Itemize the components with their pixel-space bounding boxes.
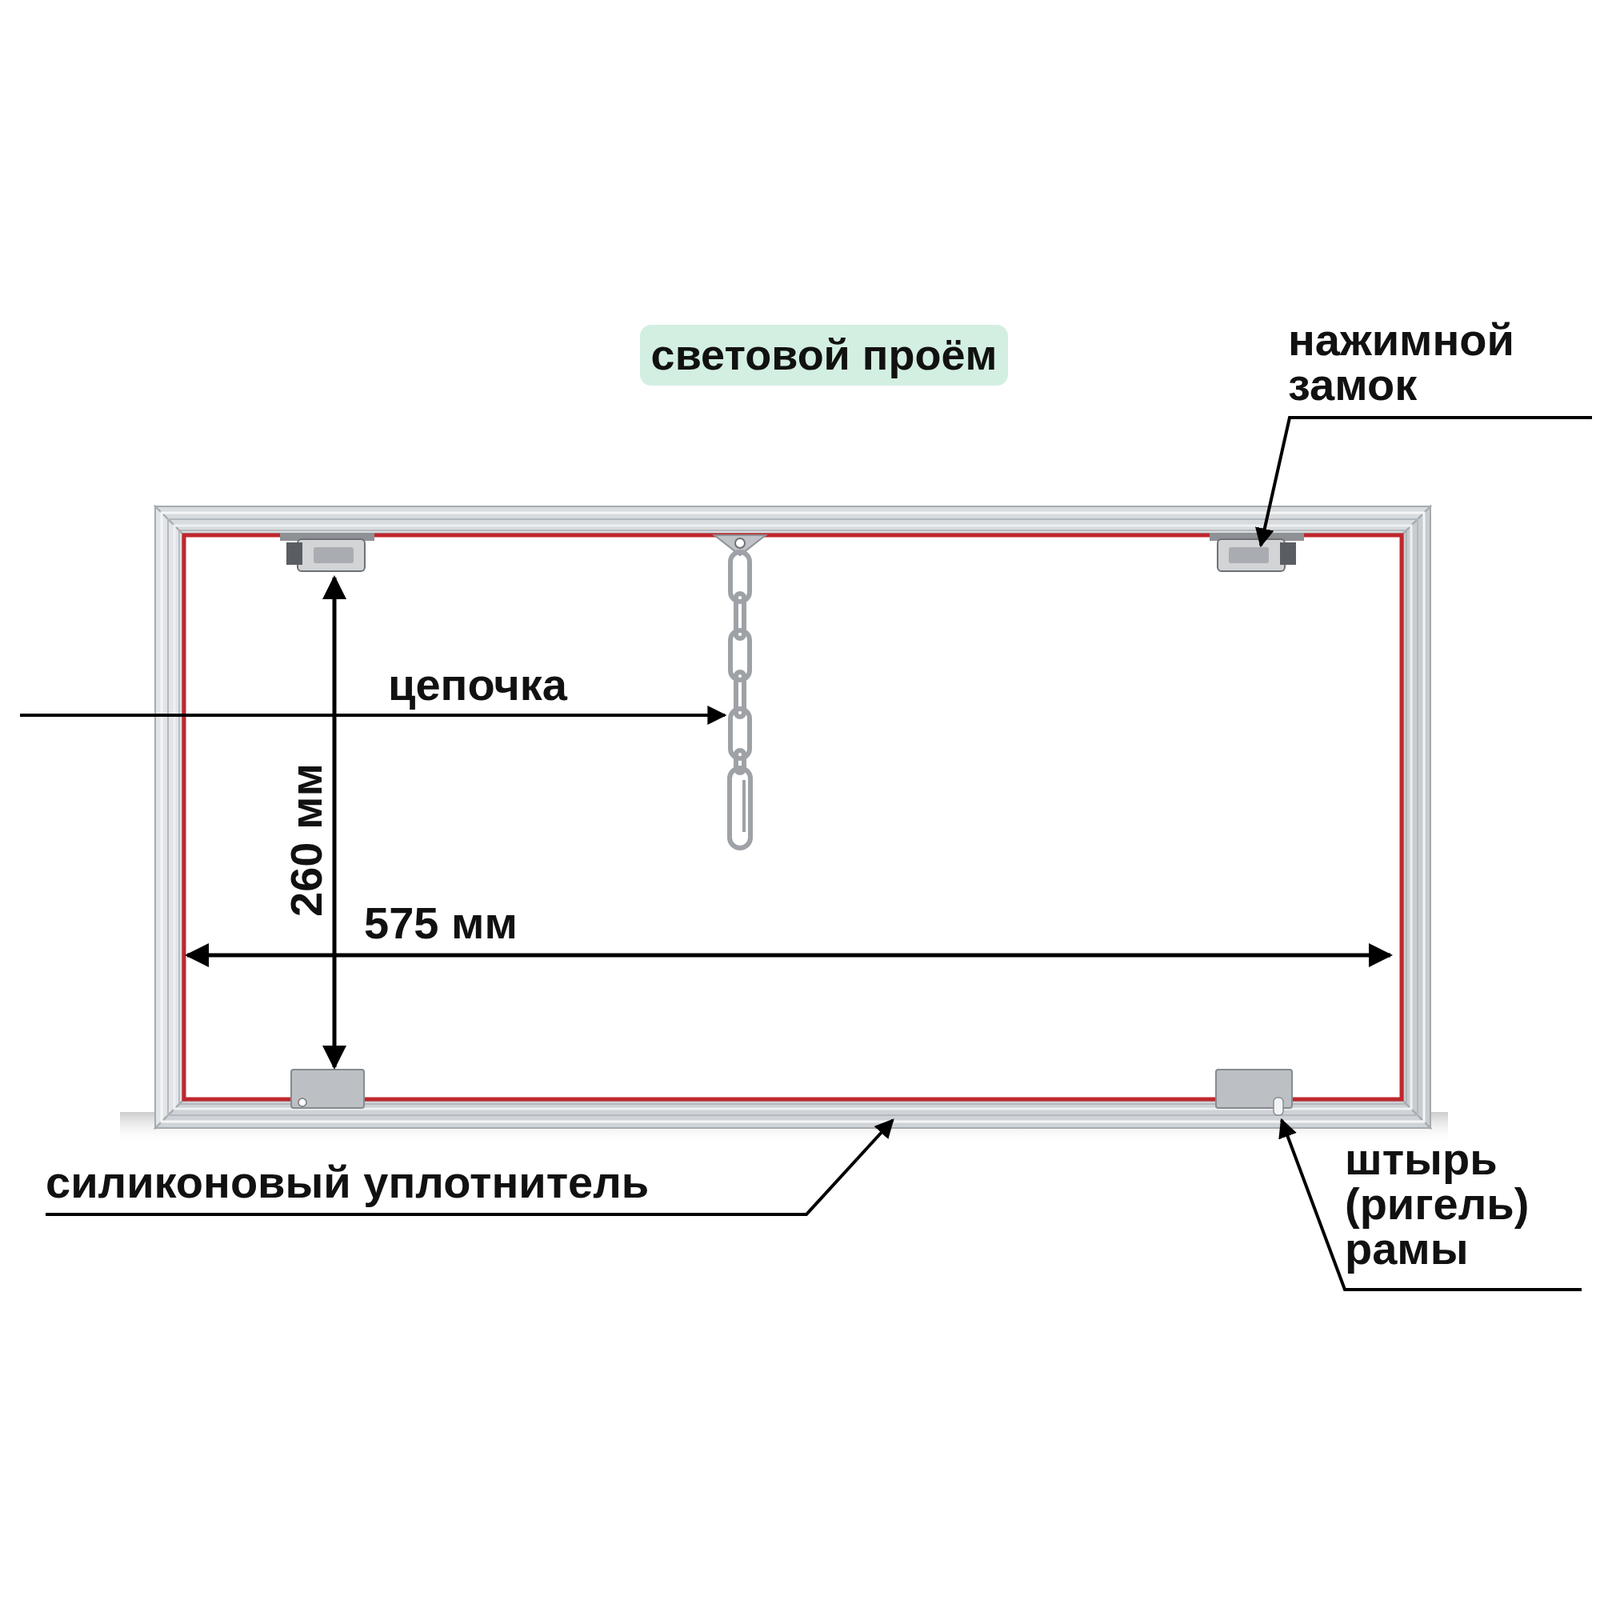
dimension-label: 575 мм [364, 900, 518, 946]
callout-label: штырь (ригель) рамы [1344, 1136, 1585, 1272]
chain [714, 535, 766, 848]
callout-label: силиконовый уплотнитель [45, 1160, 649, 1205]
callout-label: нажимной замок [1288, 317, 1592, 408]
dimension-line [332, 577, 337, 1068]
leader-line [20, 713, 725, 717]
dimension-line [187, 953, 1391, 958]
frame-pin [1273, 1097, 1284, 1116]
callout-label: цепочка [388, 662, 568, 708]
node-text: световой проём [651, 331, 998, 379]
bottom-plate [291, 1069, 364, 1108]
dimension-label: 260 мм [284, 763, 329, 917]
caption-badge: световой проём [640, 324, 1009, 385]
push-lock [1209, 532, 1304, 572]
leader-line [1260, 417, 1592, 546]
leader-line [45, 1120, 893, 1215]
silicone-seal [184, 535, 1402, 1100]
aluminium-frame [155, 506, 1431, 1128]
push-lock [280, 532, 375, 572]
